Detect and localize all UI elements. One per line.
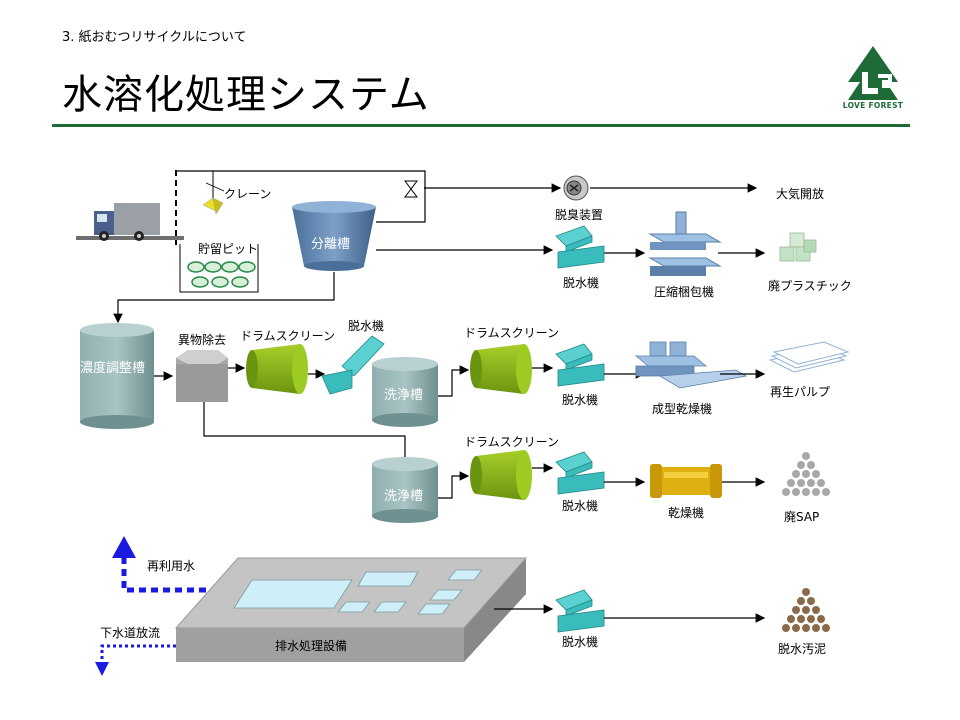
sap-pile-icon	[782, 452, 830, 496]
reuse-water-arrow-icon	[112, 536, 206, 593]
wash-tank-label-1: 洗浄槽	[384, 388, 424, 403]
atmosphere-label: 大気開放	[776, 187, 825, 201]
wash-tank-label-2: 洗浄槽	[384, 489, 424, 504]
truck-icon	[76, 203, 184, 241]
deodorizer-fan-icon	[563, 175, 589, 201]
sludge-pile-icon	[782, 588, 830, 632]
dehydrator-label-4: 脱水機	[562, 499, 599, 513]
dehydrator-label-3: 脱水機	[562, 393, 599, 407]
foreign-removal-label: 異物除去	[178, 333, 227, 347]
foreign-removal-icon	[176, 350, 228, 402]
storage-pit-icon	[179, 244, 259, 293]
drum-screen-icon-1	[246, 344, 308, 394]
title-divider	[52, 124, 910, 127]
sewer-discharge-label: 下水道放流	[100, 626, 161, 640]
page-title: 水溶化処理システム	[62, 72, 430, 118]
dehydrator-label-2: 脱水機	[348, 319, 385, 333]
dehydrator-icon-1	[555, 225, 605, 269]
wash-tank-icon-1	[372, 357, 438, 427]
recycled-pulp-label: 再生パルプ	[770, 385, 831, 399]
drum-screen-label-1: ドラムスクリーン	[240, 329, 336, 343]
deodorizer-label: 脱臭装置	[555, 208, 604, 222]
love-forest-logo	[848, 46, 898, 100]
concentration-tank-label: 濃度調整槽	[80, 361, 146, 376]
wastewater-facility-label: 排水処理設備	[275, 639, 348, 653]
dehydrator-icon-3	[555, 343, 605, 387]
valve-icon	[404, 180, 418, 198]
drum-screen-label-3: ドラムスクリーン	[464, 435, 560, 449]
drum-screen-icon-3	[470, 450, 532, 500]
reuse-water-label: 再利用水	[147, 559, 196, 573]
pulp-sheets-icon	[768, 341, 850, 373]
dehydrator-icon-2	[321, 335, 385, 395]
forming-dryer-label: 成型乾燥機	[652, 402, 713, 416]
dehydrator-label-1: 脱水機	[563, 276, 600, 290]
plastic-cubes-icon	[779, 232, 817, 262]
dehydrator-icon-4	[555, 451, 605, 495]
drum-screen-icon-2	[470, 344, 532, 394]
compress-pack-label: 圧縮梱包機	[654, 285, 715, 299]
waste-plastic-label: 廃プラスチック	[768, 279, 852, 293]
wastewater-facility-icon	[174, 557, 528, 662]
forming-dryer-icon	[634, 341, 748, 389]
separation-tank-label: 分離槽	[311, 237, 351, 252]
dehydrator-icon-5	[555, 589, 605, 633]
dryer-label: 乾燥機	[668, 506, 705, 520]
separation-tank-icon	[292, 201, 376, 271]
crane-label: クレーン	[224, 187, 272, 201]
storage-pit-label: 貯留ピット	[198, 242, 259, 256]
dewatered-sludge-label: 脱水汚泥	[778, 642, 827, 656]
sewer-arrow-icon	[95, 644, 176, 676]
waste-sap-label: 廃SAP	[784, 510, 820, 524]
dryer-icon	[650, 464, 722, 498]
crane-claw-icon	[202, 197, 224, 215]
compress-packer-icon	[648, 211, 722, 276]
drum-screen-label-2: ドラムスクリーン	[464, 326, 560, 340]
wash-tank-icon-2	[372, 457, 438, 523]
concentration-tank-icon	[80, 323, 154, 429]
dehydrator-label-5: 脱水機	[562, 635, 599, 649]
logo-text: LOVE FOREST	[842, 101, 904, 110]
section-heading: 3. 紙おむつリサイクルについて	[62, 30, 247, 45]
